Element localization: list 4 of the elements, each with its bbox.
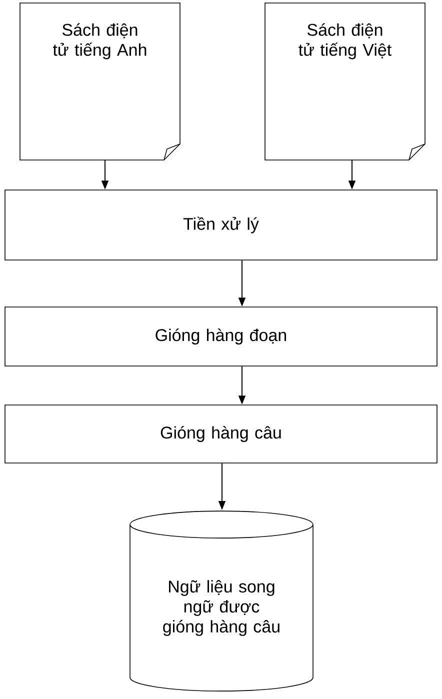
process-box: Gióng hàng đoạn — [4, 306, 438, 366]
database-cylinder: Ngữ liệu song ngữ được gióng hàng câu — [130, 510, 314, 692]
process-box: Gióng hàng câu — [4, 404, 438, 464]
process-box: Tiền xử lý — [4, 190, 438, 260]
